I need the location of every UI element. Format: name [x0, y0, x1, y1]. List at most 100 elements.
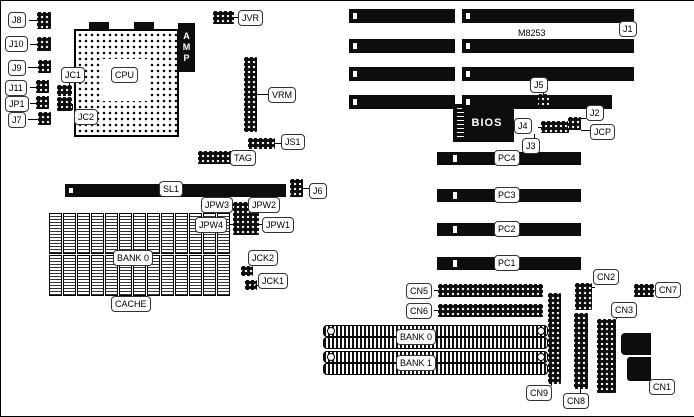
label-sl1: SL1 — [159, 181, 184, 197]
cache-chip — [91, 213, 104, 254]
label-pc3: PC3 — [494, 187, 520, 203]
connector-js1 — [248, 138, 275, 149]
label-cn8: CN8 — [563, 393, 590, 409]
label-tag: TAG — [230, 150, 256, 166]
connector-cn1-upper — [621, 333, 651, 355]
connector-jc2 — [57, 97, 72, 111]
cache-chip — [217, 255, 230, 296]
cache-chip — [175, 255, 188, 296]
connector-j10 — [37, 37, 51, 51]
amp-regulator: AMP — [178, 23, 195, 72]
label-jpw4: JPW4 — [195, 217, 228, 233]
leader-line — [30, 87, 36, 88]
connector-j2-jcp — [568, 117, 581, 130]
isa-slot-1-right — [462, 9, 634, 23]
cache-chip — [161, 255, 174, 296]
label-cache: CACHE — [111, 296, 151, 312]
label-simm-bank1: BANK 1 — [396, 355, 437, 371]
label-j11: J11 — [5, 80, 27, 96]
label-jck2: JCK2 — [248, 250, 279, 266]
isa-slot-1-left — [349, 9, 455, 23]
label-jp1: JP1 — [5, 96, 29, 112]
cache-chip — [77, 213, 90, 254]
connector-jck1 — [245, 280, 257, 290]
cache-chip — [119, 213, 132, 254]
label-cn7: CN7 — [655, 282, 682, 298]
label-cn6: CN6 — [406, 303, 433, 319]
leader-line — [534, 134, 535, 139]
leader-line — [434, 290, 438, 291]
isa-slot-3-left — [349, 67, 455, 81]
leader-line — [259, 224, 262, 225]
isa-slot-2-right — [462, 39, 634, 53]
connector-jck2 — [241, 266, 253, 276]
label-j6: J6 — [309, 183, 327, 199]
label-cn1: CN1 — [649, 379, 676, 395]
leader-line — [434, 310, 438, 311]
label-j10: J10 — [5, 36, 28, 52]
leader-line — [230, 224, 233, 225]
leader-line — [538, 127, 541, 128]
simm-hole — [327, 353, 335, 361]
simm-hole — [537, 327, 545, 335]
connector-j5 — [538, 94, 549, 105]
connector-cn2 — [575, 283, 592, 310]
isa-slot-4-right — [462, 95, 612, 109]
bios-chip: BIOS — [453, 104, 514, 142]
cache-chip — [49, 213, 62, 254]
label-pc4: PC4 — [494, 150, 520, 166]
label-j5: J5 — [530, 77, 548, 93]
label-j7: J7 — [8, 112, 26, 128]
leader-line — [255, 285, 258, 286]
connector-j8 — [37, 12, 51, 29]
leader-line — [257, 94, 268, 95]
label-vrm: VRM — [268, 87, 296, 103]
leader-line — [543, 92, 544, 95]
leader-line — [30, 103, 36, 104]
connector-cn5 — [438, 284, 543, 297]
connector-cn7 — [634, 284, 654, 297]
leader-line — [580, 389, 581, 394]
cache-chip — [147, 213, 160, 254]
label-cn9: CN9 — [526, 385, 553, 401]
label-pc1: PC1 — [494, 255, 520, 271]
connector-j4-j3 — [541, 121, 569, 133]
board-model-text: M8253 — [518, 28, 546, 38]
cache-chip — [161, 213, 174, 254]
connector-j9 — [38, 60, 51, 73]
leader-line — [551, 382, 552, 386]
cache-chip — [49, 255, 62, 296]
label-j2: J2 — [586, 105, 604, 121]
leader-line — [28, 67, 38, 68]
label-jc1: JC1 — [61, 67, 86, 83]
leader-line — [581, 130, 590, 131]
label-cpu: CPU — [111, 67, 139, 83]
leader-line — [234, 17, 238, 18]
connector-vrm — [244, 57, 257, 132]
cache-chip — [203, 255, 216, 296]
label-js1: JS1 — [281, 134, 305, 150]
cache-chip — [175, 213, 188, 254]
label-j4: J4 — [514, 118, 532, 134]
connector-j11 — [36, 80, 49, 93]
isa-slot-2-left — [349, 39, 455, 53]
label-j3: J3 — [522, 138, 540, 154]
leader-line — [28, 119, 38, 120]
connector-cn6 — [438, 304, 543, 317]
simm-hole — [537, 353, 545, 361]
connector-tag — [198, 151, 232, 164]
connector-cn9 — [548, 293, 561, 384]
label-j9: J9 — [8, 60, 26, 76]
label-cn2: CN2 — [593, 269, 620, 285]
leader-line — [29, 20, 37, 21]
cache-chip — [63, 213, 76, 254]
label-jpw1: JPW1 — [262, 217, 295, 233]
connector-jp1 — [36, 96, 49, 109]
label-cn5: CN5 — [406, 283, 433, 299]
connector-j6 — [290, 179, 303, 197]
label-simm-bank0: BANK 0 — [396, 329, 437, 345]
connector-j7 — [38, 112, 51, 125]
connector-cn3 — [597, 319, 616, 393]
leader-line — [592, 287, 595, 288]
